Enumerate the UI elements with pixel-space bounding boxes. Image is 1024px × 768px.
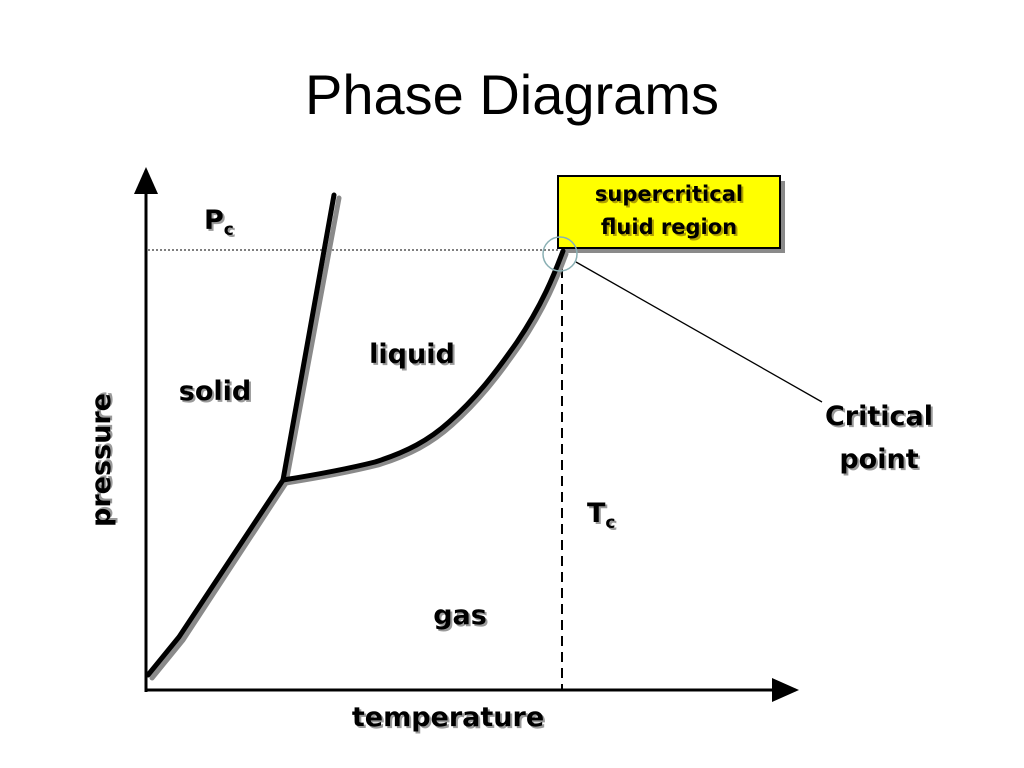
- supercritical-label-line1: supercritical: [595, 182, 743, 206]
- x-axis-label: temperature: [352, 702, 544, 733]
- svg-text:liquid: liquid: [371, 341, 457, 372]
- pc-label: Pc: [204, 205, 234, 240]
- critical-point-label-line2: point: [839, 444, 918, 475]
- supercritical-box: [557, 175, 781, 249]
- critical-point-label-line1: Critical: [825, 401, 933, 432]
- solid-label: solid: [179, 376, 251, 407]
- vaporization-curve: [280, 248, 566, 483]
- slide-title: Phase Diagrams: [305, 63, 719, 126]
- svg-text:Tc: Tc: [589, 500, 618, 535]
- supercritical-label-line2: fluid region: [601, 215, 737, 239]
- critical-point-pointer: [575, 261, 823, 403]
- svg-text:Pc: Pc: [206, 207, 236, 242]
- svg-text:solid: solid: [181, 378, 253, 409]
- gas-label: gas: [433, 600, 487, 631]
- svg-text:gas: gas: [435, 602, 489, 633]
- svg-text:supercritical: supercritical: [597, 184, 745, 208]
- svg-text:pressure: pressure: [88, 391, 119, 525]
- svg-text:temperature: temperature: [354, 704, 546, 735]
- y-axis-label: pressure: [86, 393, 117, 527]
- critical-point-marker: [542, 236, 578, 272]
- svg-text:Critical: Critical: [827, 403, 935, 434]
- sublimation-curve: [145, 477, 286, 678]
- svg-text:fluid region: fluid region: [603, 217, 739, 241]
- svg-text:point: point: [841, 446, 920, 477]
- liquid-label: liquid: [369, 339, 455, 370]
- tc-label: Tc: [587, 498, 616, 533]
- melting-curve: [280, 192, 337, 483]
